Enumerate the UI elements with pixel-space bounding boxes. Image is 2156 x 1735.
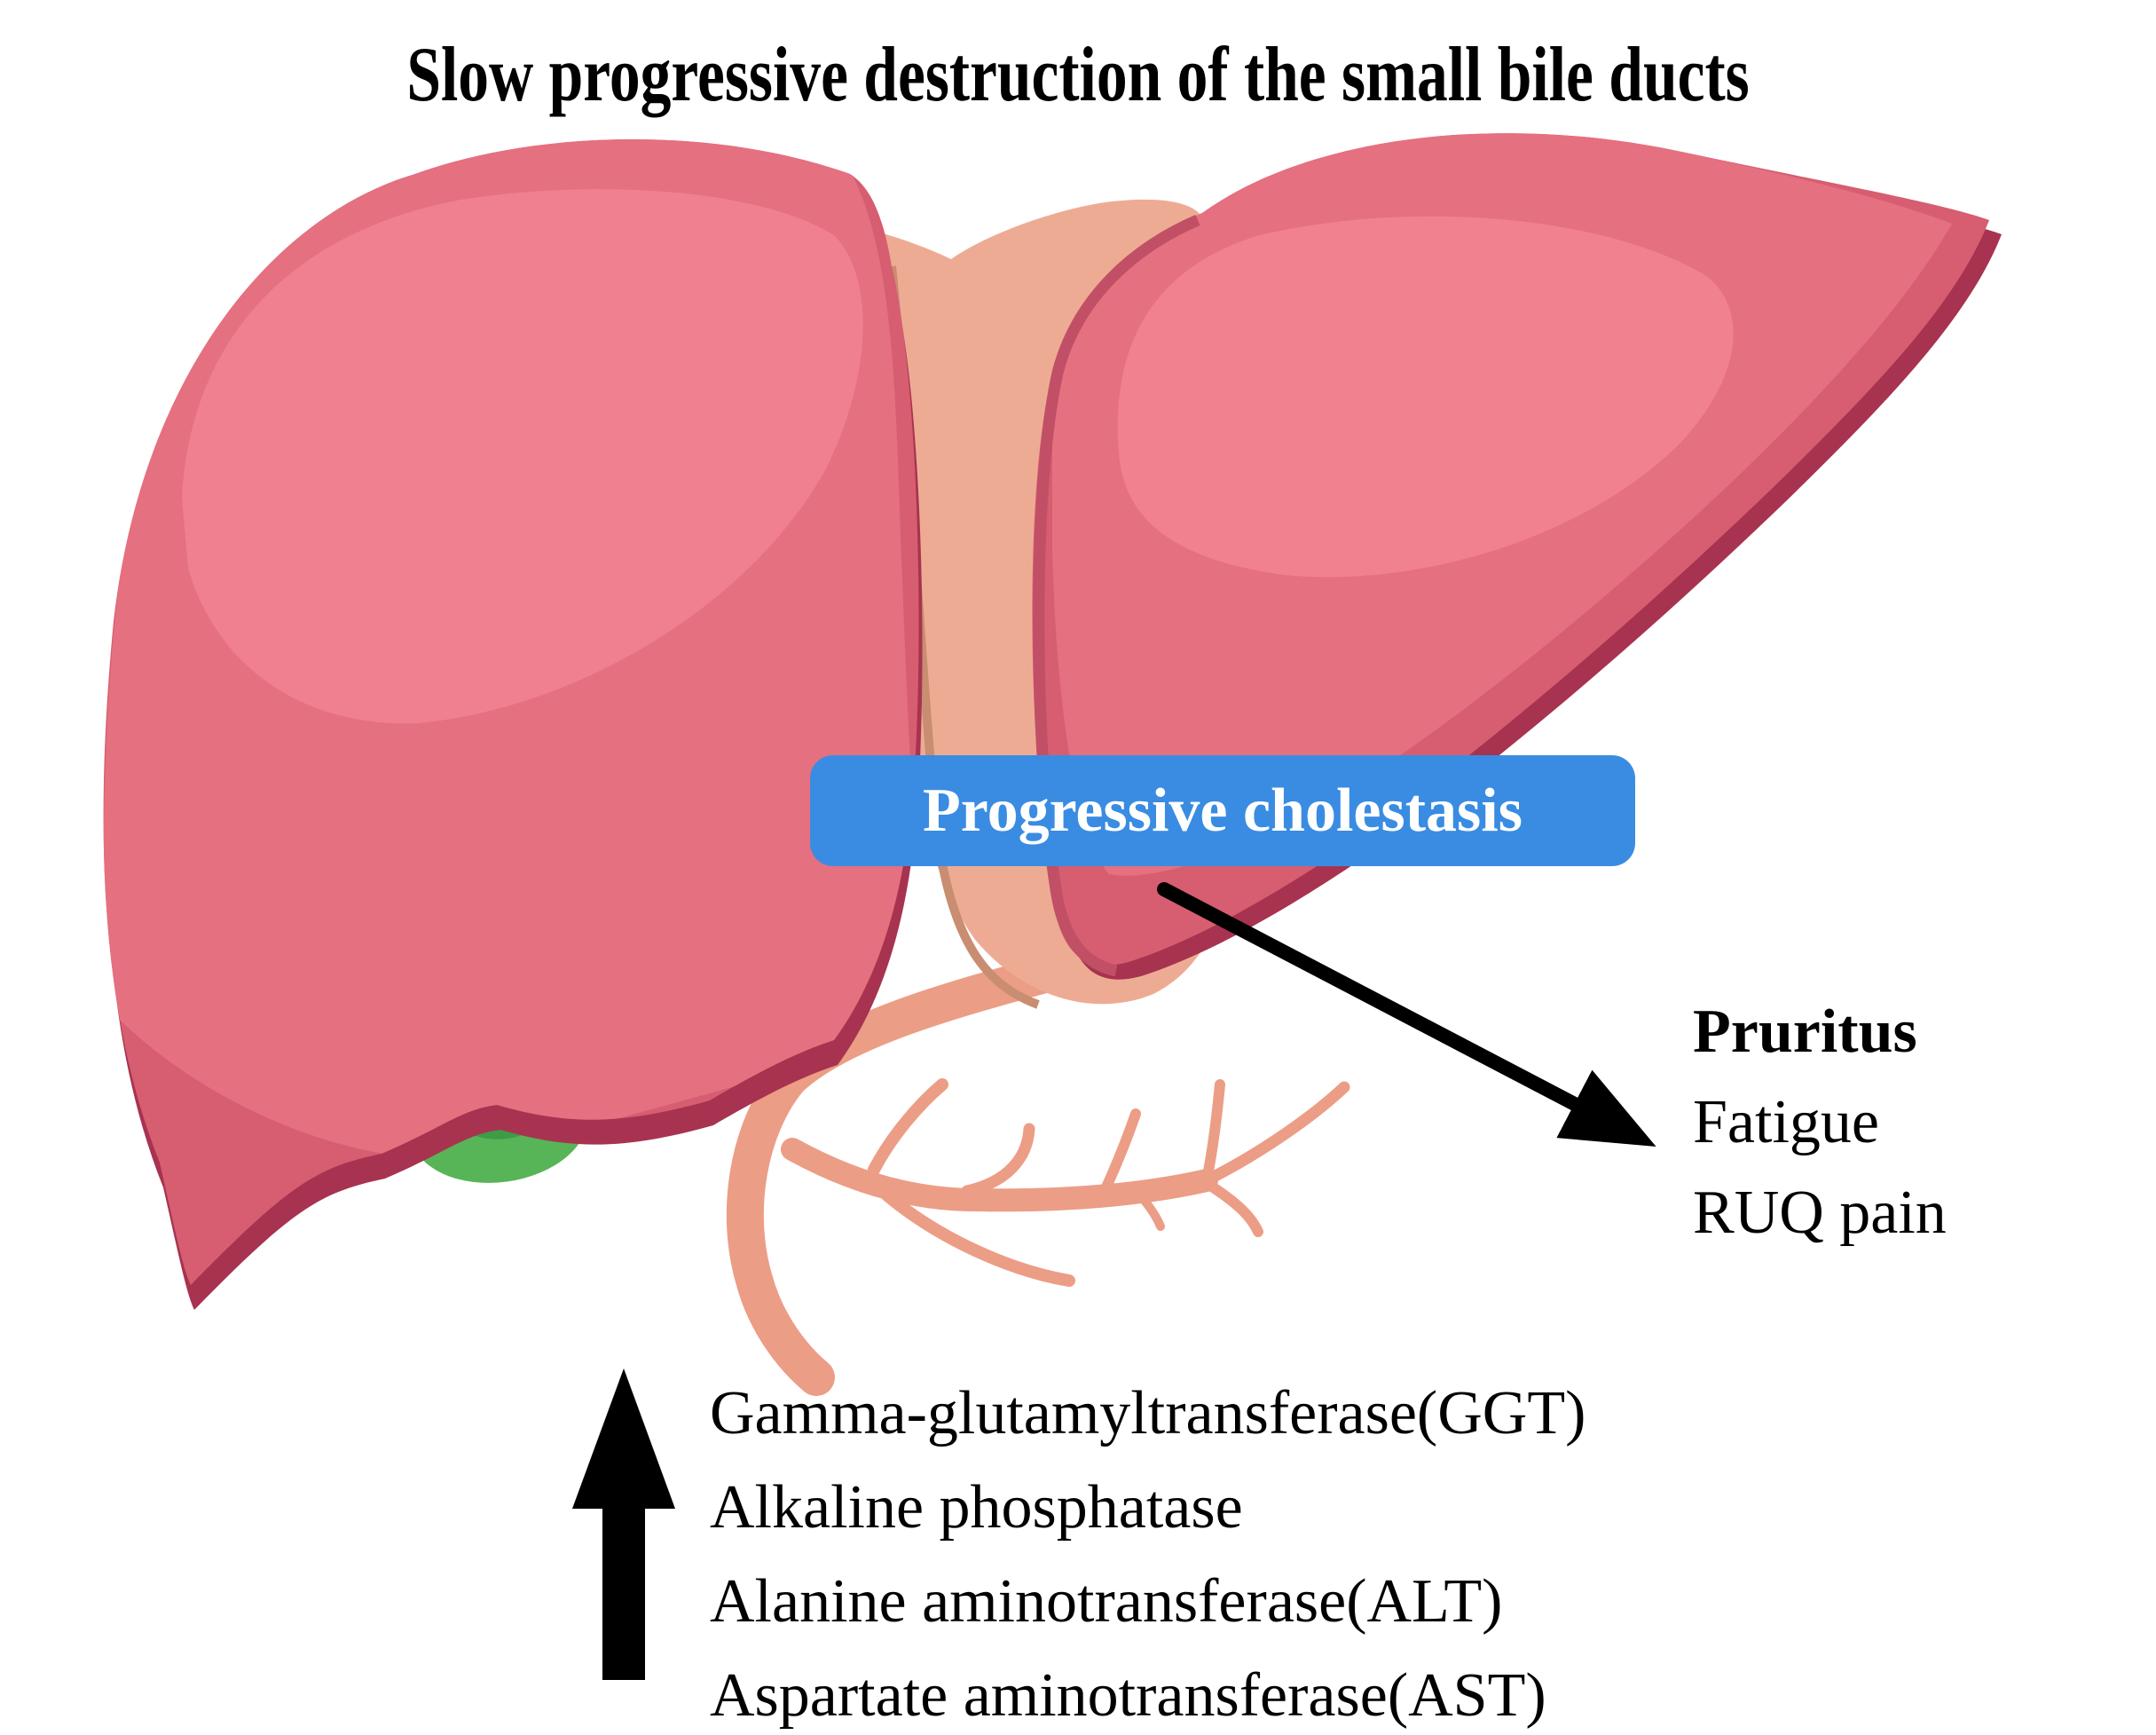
label-text: Progressive cholestasis — [923, 776, 1523, 845]
symptom-item: Pruritus — [1693, 998, 1917, 1066]
duct-branch — [1200, 1177, 1263, 1237]
figure-title: Slow progressive destruction of the smal… — [406, 32, 1750, 118]
duct-trunk — [781, 1138, 1218, 1212]
duct-branch — [1200, 1081, 1350, 1187]
lab-marker-item: Alkaline phosphatase — [710, 1473, 1243, 1542]
right-lobe-highlight — [1117, 216, 1734, 578]
left-lobe-highlight — [182, 189, 863, 724]
symptoms-list: Pruritus Fatigue RUQ pain — [1693, 987, 1947, 1258]
lab-marker-item: Alanine aminotransferase(ALT) — [710, 1567, 1503, 1636]
symptom-item: RUQ pain — [1693, 1179, 1947, 1247]
duct-branch — [1136, 1191, 1165, 1231]
lab-marker-item: Aspartate aminotransferase(AST) — [710, 1661, 1546, 1730]
duct-branch — [868, 1078, 948, 1176]
duct-branch — [1201, 1079, 1225, 1186]
right-lobe-rim — [1033, 215, 1200, 977]
bile-duct-tree — [726, 935, 1350, 1396]
common-bile-duct — [726, 935, 1137, 1396]
lab-markers-list: Gamma-glutamyltransferase(GGT) Alkaline … — [710, 1367, 1586, 1735]
lab-marker-item: Gamma-glutamyltransferase(GGT) — [710, 1379, 1586, 1447]
progressive-cholestasis-label: Progressive cholestasis — [810, 755, 1635, 866]
symptom-item: Fatigue — [1693, 1088, 1879, 1156]
duct-branch — [881, 1189, 1075, 1287]
pointer-arrow — [1157, 882, 1656, 1147]
liver-left-lobe — [103, 138, 923, 1310]
duct-branch — [1099, 1108, 1141, 1196]
up-arrow — [572, 1368, 675, 1680]
duct-branch — [961, 1123, 1035, 1197]
